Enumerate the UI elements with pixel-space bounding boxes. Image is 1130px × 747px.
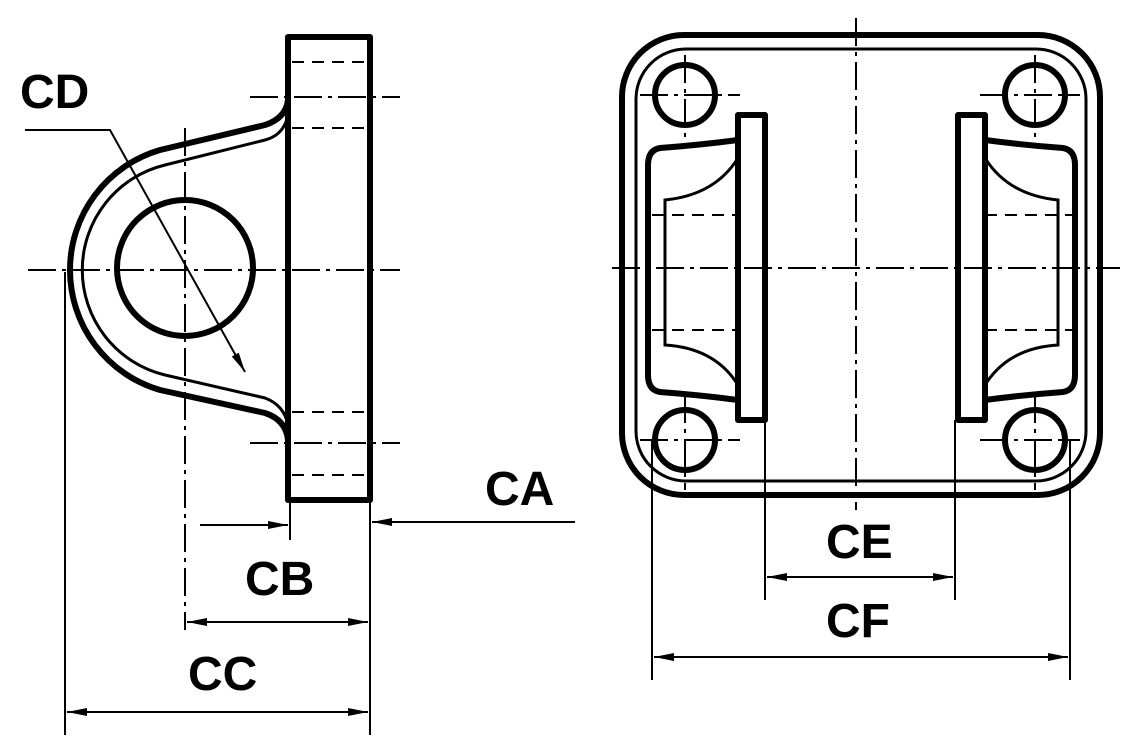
label-cc: CC	[188, 648, 257, 701]
label-cf: CF	[826, 595, 890, 648]
label-cd: CD	[20, 66, 89, 119]
front-view: CE CF	[612, 18, 1120, 680]
side-view: CD CA CB CC	[20, 34, 575, 735]
label-ce: CE	[826, 516, 893, 569]
hidden-holes	[292, 61, 366, 476]
cd-leader	[25, 129, 246, 373]
lug-outer	[67, 99, 291, 441]
saddle-left-inner	[663, 157, 740, 386]
saddle-right	[984, 137, 1078, 403]
label-cb: CB	[245, 553, 314, 606]
saddle-left	[645, 137, 739, 403]
mounting-plate	[285, 34, 373, 503]
hole-centerlines	[640, 55, 1080, 490]
plate-inner-outline	[634, 47, 1088, 483]
saddle-right-inner	[983, 157, 1060, 386]
label-ca: CA	[485, 463, 554, 516]
plate-outline	[619, 32, 1103, 498]
